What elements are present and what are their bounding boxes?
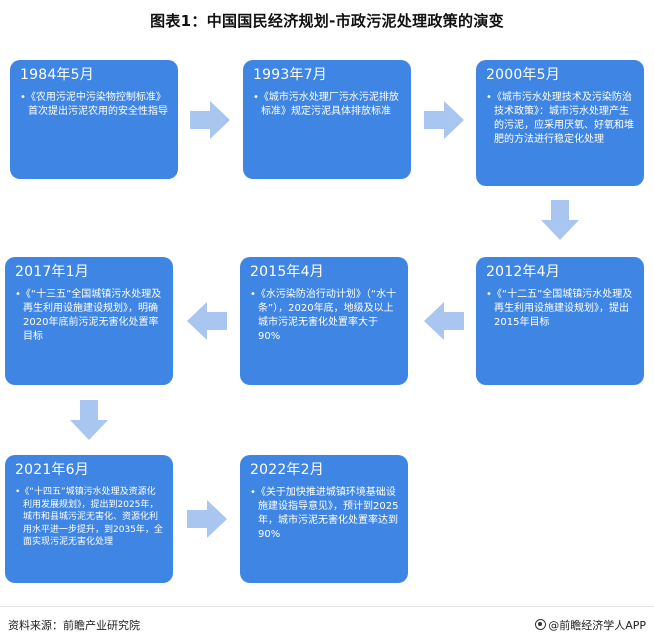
timeline-box-2015: 2015年4月 •《水污染防治行动计划》（“水十条”），2020年底，地级及以上… bbox=[240, 257, 408, 385]
arrow-right-icon bbox=[187, 500, 227, 538]
figure-title: 图表1：中国国民经济规划-市政污泥处理政策的演变 bbox=[150, 12, 504, 30]
event-date: 1984年5月 bbox=[20, 67, 94, 83]
arrow-right-icon bbox=[424, 101, 464, 139]
event-desc: •《水污染防治行动计划》（“水十条”），2020年底，地级及以上城市污泥无害化处… bbox=[250, 289, 397, 342]
timeline-box-1984: 1984年5月 •《农用污泥中污染物控制标准》首次提出污泥农用的安全性指导 bbox=[10, 60, 178, 179]
event-date: 2021年6月 bbox=[15, 462, 89, 478]
event-desc: •《农用污泥中污染物控制标准》首次提出污泥农用的安全性指导 bbox=[20, 92, 168, 117]
timeline-box-2017: 2017年1月 •《“十三五”全国城镇污水处理及再生利用设施建设规划》，明确20… bbox=[5, 257, 173, 385]
event-date: 2017年1月 bbox=[15, 264, 89, 280]
event-date: 1993年7月 bbox=[253, 67, 327, 83]
timeline-box-2012: 2012年4月 •《“十二五”全国城镇污水处理及再生利用设施建设规划》，提出20… bbox=[476, 257, 644, 385]
event-desc: •《“十三五”全国城镇污水处理及再生利用设施建设规划》，明确2020年底前污泥无… bbox=[15, 289, 162, 342]
arrow-right-icon bbox=[190, 101, 230, 139]
event-desc: •《关于加快推进城镇环境基础设施建设指导意见》，预计到2025年，城市污泥无害化… bbox=[250, 487, 399, 540]
arrow-down-icon bbox=[541, 200, 579, 240]
arrow-left-icon bbox=[187, 302, 227, 340]
event-desc: •《“十二五”全国城镇污水处理及再生利用设施建设规划》，提出2015年目标 bbox=[486, 289, 633, 328]
timeline-box-2022: 2022年2月 •《关于加快推进城镇环境基础设施建设指导意见》，预计到2025年… bbox=[240, 455, 408, 583]
arrow-down-icon bbox=[70, 400, 108, 440]
event-date: 2000年5月 bbox=[486, 67, 560, 83]
source-note: 资料来源：前瞻产业研究院 bbox=[8, 619, 140, 632]
arrow-left-icon bbox=[424, 302, 464, 340]
event-date: 2022年2月 bbox=[250, 462, 324, 478]
event-date: 2012年4月 bbox=[486, 264, 560, 280]
event-date: 2015年4月 bbox=[250, 264, 324, 280]
footer-divider bbox=[0, 606, 654, 607]
event-desc: •《城市污水处理厂污水污泥排放标准》规定污泥具体排放标准 bbox=[253, 92, 399, 117]
brand-credit: @前瞻经济学人APP bbox=[535, 617, 646, 633]
brand-logo-icon bbox=[535, 619, 547, 630]
event-desc: •《城市污水处理技术及污染防治技术政策》：城市污水处理产生的污泥，应采用厌氧、好… bbox=[486, 92, 634, 145]
timeline-box-1993: 1993年7月 •《城市污水处理厂污水污泥排放标准》规定污泥具体排放标准 bbox=[243, 60, 411, 179]
event-desc: •《“十四五”城镇污水处理及资源化利用发展规划》，提出到2025年，城市和县城污… bbox=[15, 487, 163, 547]
brand-text: @前瞻经济学人APP bbox=[548, 619, 646, 632]
timeline-box-2000: 2000年5月 •《城市污水处理技术及污染防治技术政策》：城市污水处理产生的污泥… bbox=[476, 60, 644, 186]
timeline-box-2021: 2021年6月 •《“十四五”城镇污水处理及资源化利用发展规划》，提出到2025… bbox=[5, 455, 173, 583]
